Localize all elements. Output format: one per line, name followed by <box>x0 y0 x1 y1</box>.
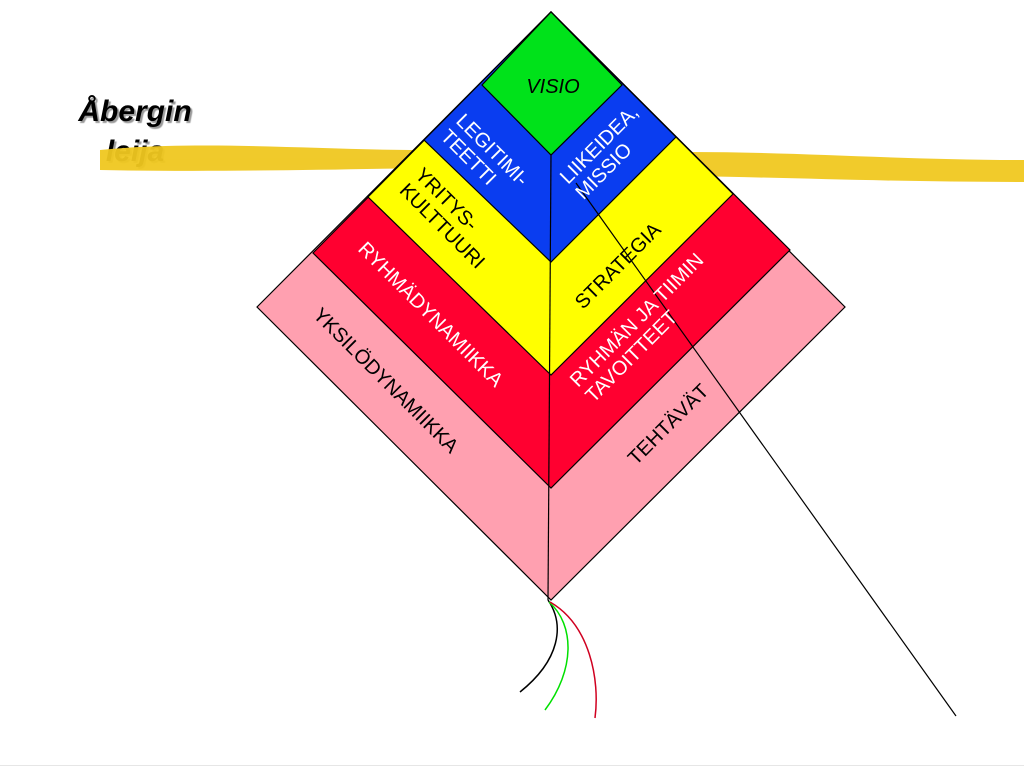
footer-divider <box>0 765 1024 766</box>
kite-tails <box>519 599 597 719</box>
label-visio: VISIO <box>526 76 579 98</box>
kite-spine <box>547 154 552 601</box>
brush-stroke-left <box>100 145 420 171</box>
title-line-1: Åbergin <box>78 95 192 128</box>
tail-red <box>549 601 597 719</box>
brush-highlight <box>100 145 1024 182</box>
tail-green <box>544 601 569 711</box>
kite-body <box>256 11 846 601</box>
brush-streak <box>100 158 420 166</box>
tail-black <box>519 599 558 693</box>
kite-string <box>575 182 957 717</box>
kite-top-visio <box>481 11 623 156</box>
brush-stroke-right <box>690 152 1024 182</box>
